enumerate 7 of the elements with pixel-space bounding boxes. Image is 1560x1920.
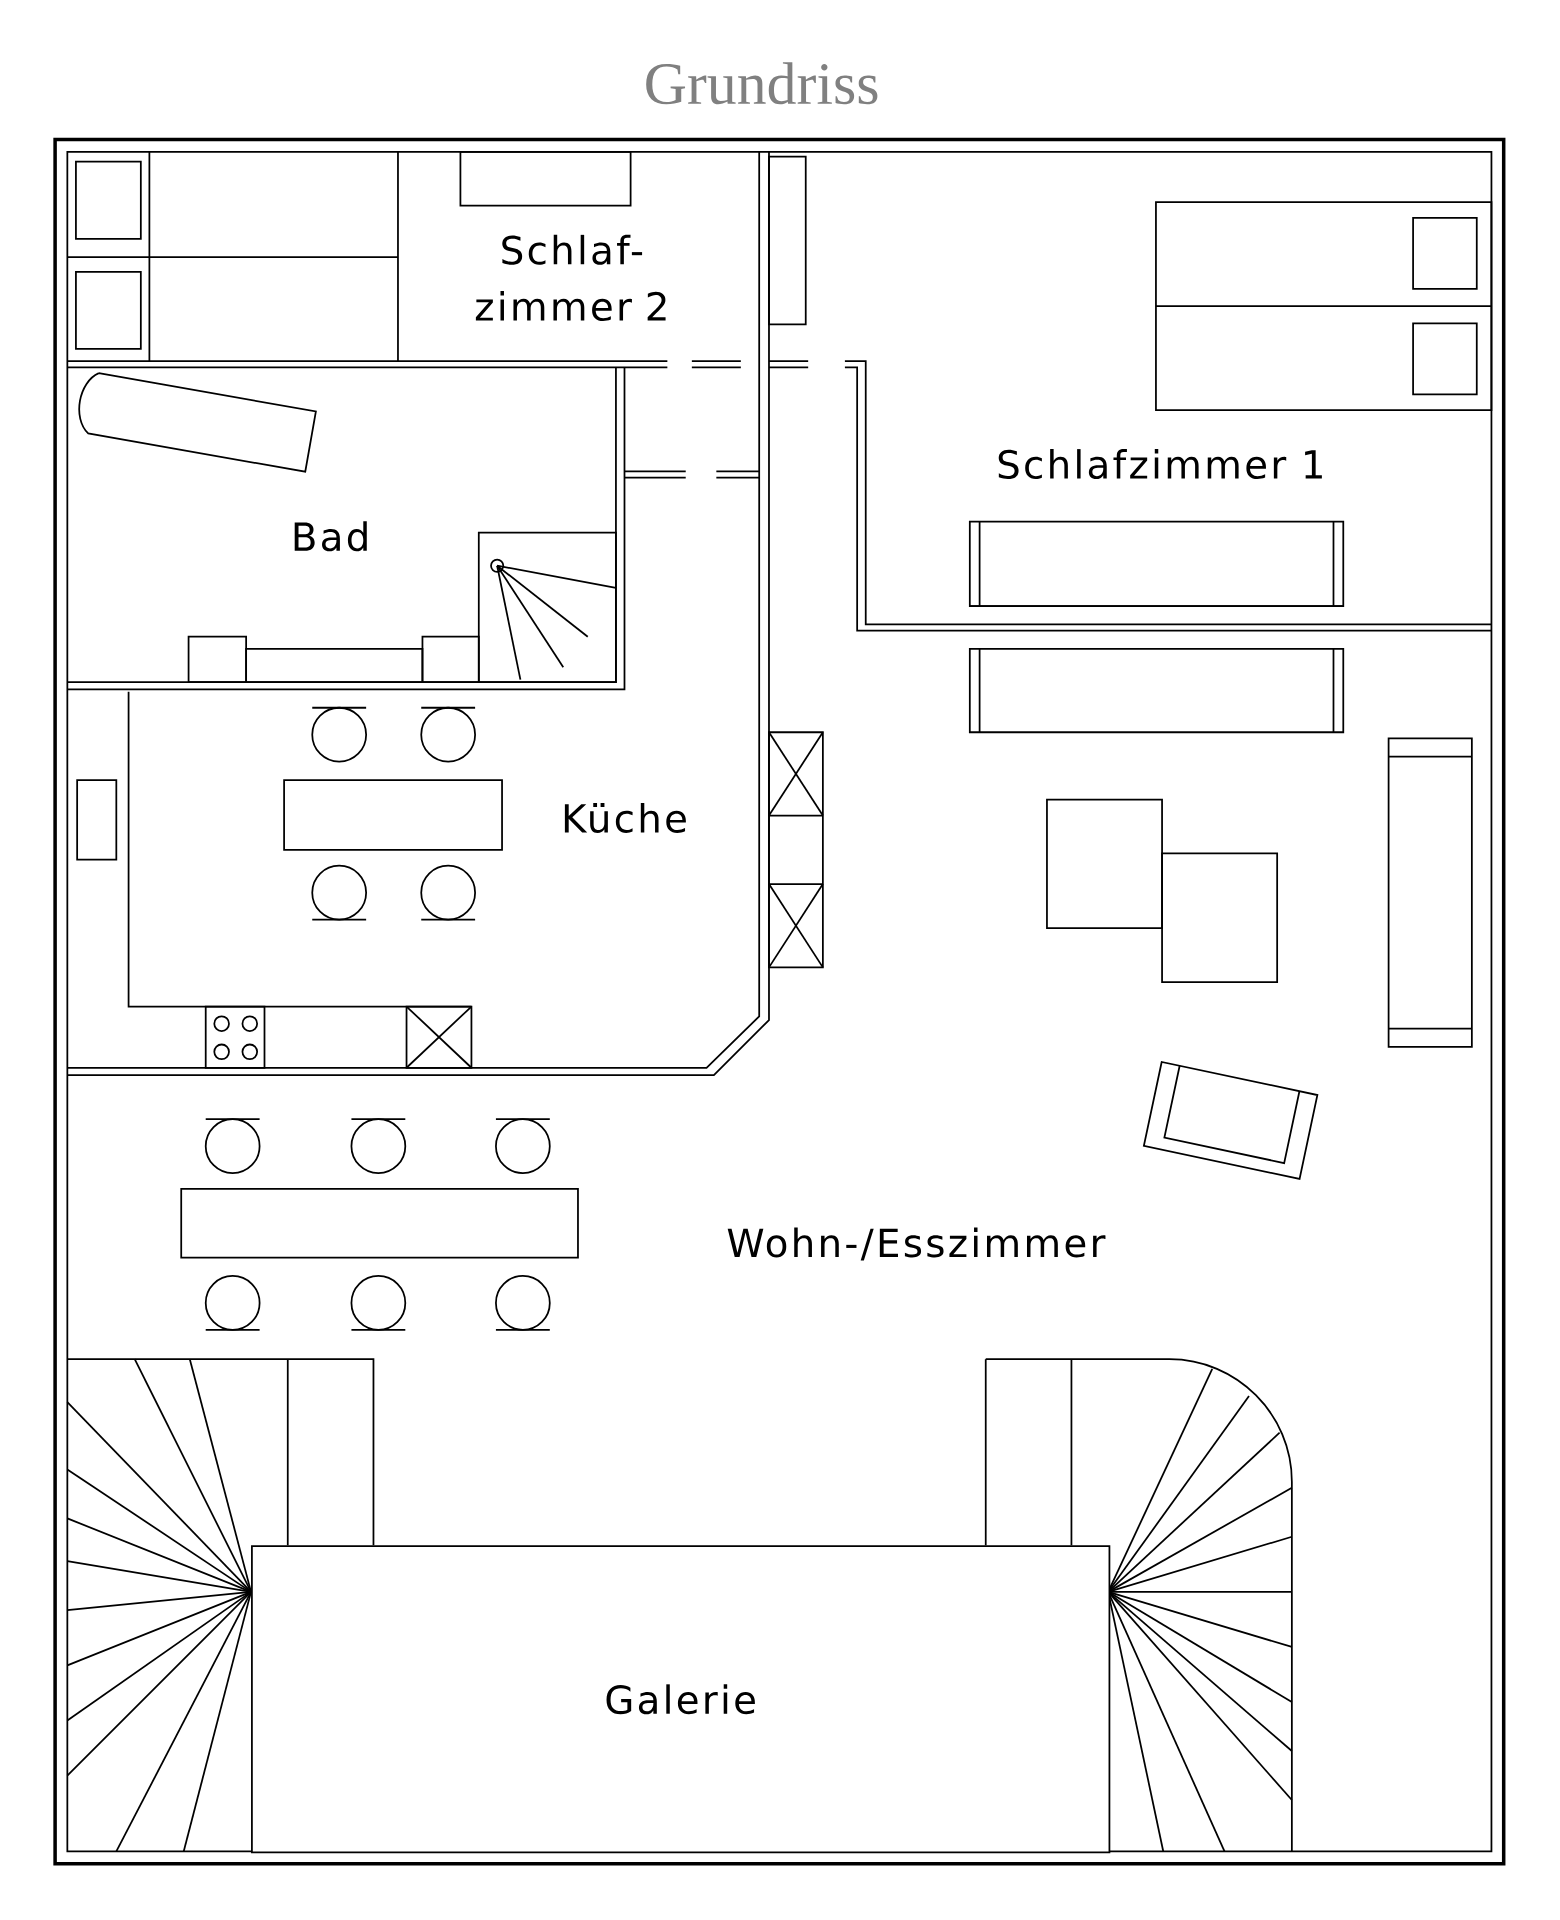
room-label: Schlafzimmer 1 bbox=[998, 449, 1322, 480]
room-label: Bad bbox=[294, 521, 367, 552]
room-label: Wohn-/Esszimmer bbox=[727, 1227, 1106, 1261]
room-label: Küche bbox=[564, 803, 686, 833]
room-label: Schlaf- zimmer 2 bbox=[475, 234, 666, 322]
title: Grundriss bbox=[646, 62, 878, 105]
gallery-box: Galerie bbox=[251, 1545, 1111, 1854]
